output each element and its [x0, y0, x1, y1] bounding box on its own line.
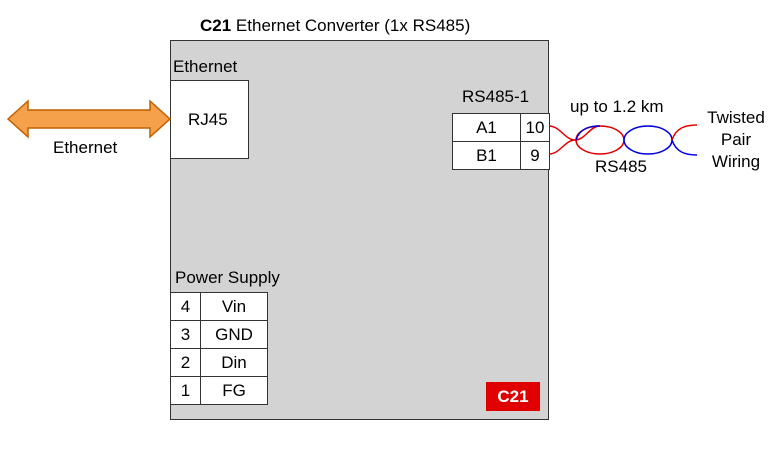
rs485-terminal-row: A1 10: [452, 113, 550, 142]
power-pin: 3: [170, 320, 201, 349]
power-section-label: Power Supply: [175, 268, 280, 287]
rs485-terminal-row: B1 9: [452, 141, 550, 170]
wiring-label-line: Twisted: [707, 108, 765, 127]
power-terminal-row: 1 FG: [170, 376, 268, 405]
power-signal: Vin: [200, 292, 268, 321]
power-pin: 4: [170, 292, 201, 321]
diagram-title: C21 Ethernet Converter (1x RS485): [200, 16, 470, 36]
wiring-label: Twisted Pair Wiring: [700, 107, 772, 173]
power-signal: Din: [200, 348, 268, 377]
distance-label: up to 1.2 km: [570, 97, 664, 116]
wire-blue-tail-1: [575, 125, 601, 141]
title-model: C21: [200, 16, 232, 35]
wire-blue-tail: [671, 139, 698, 156]
power-pin: 1: [170, 376, 201, 405]
power-terminal-block: 4 Vin 3 GND 2 Din 1 FG: [170, 292, 268, 405]
title-text: Ethernet Converter (1x RS485): [235, 16, 471, 35]
rs485-pin: 10: [520, 113, 550, 142]
wire-red-segment-2: [548, 139, 576, 155]
ethernet-arrow-label: Ethernet: [53, 138, 118, 157]
rs485-section-label: RS485-1: [462, 87, 530, 106]
wire-blue-loop-1: [623, 125, 673, 155]
power-signal: GND: [200, 320, 268, 349]
wiring-label-line: Pair: [720, 130, 752, 149]
wire-red-tail: [671, 124, 698, 141]
ethernet-arrow: [6, 99, 172, 139]
power-terminal-row: 4 Vin: [170, 292, 268, 321]
power-pin: 2: [170, 348, 201, 377]
model-badge: C21: [486, 382, 540, 411]
power-signal: FG: [200, 376, 268, 405]
twisted-pair-wire: [548, 124, 698, 156]
rs485-signal: B1: [452, 141, 521, 170]
ethernet-section-label: Ethernet: [173, 57, 238, 76]
rj45-label: RJ45: [188, 110, 228, 129]
wiring-label-line: Wiring: [711, 152, 761, 171]
wire-red-segment-1: [548, 125, 601, 141]
rs485-pin: 9: [520, 141, 550, 170]
cable-label: RS485: [595, 157, 647, 176]
power-terminal-row: 3 GND: [170, 320, 268, 349]
power-terminal-row: 2 Din: [170, 348, 268, 377]
rs485-signal: A1: [452, 113, 521, 142]
rs485-terminal-block: A1 10 B1 9: [452, 113, 550, 170]
